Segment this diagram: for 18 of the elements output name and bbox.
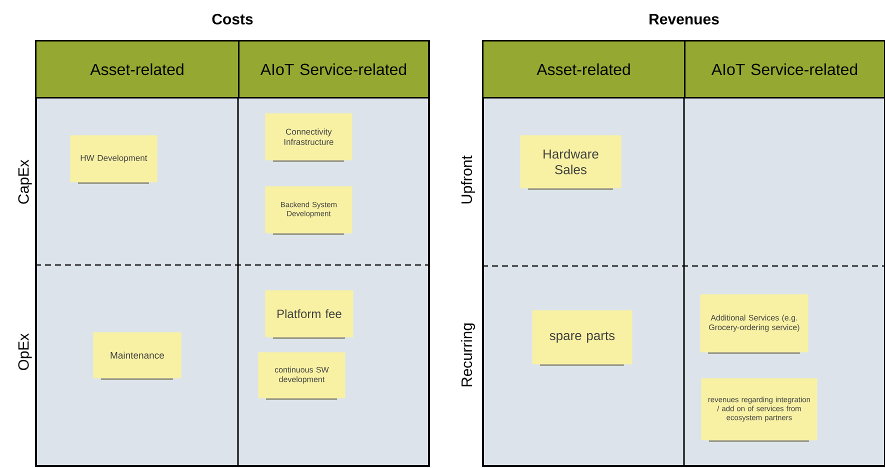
sticky-note: continuous SW development [258,352,346,400]
row-label: Recurring [461,323,475,386]
sticky-note: Additional Services (e.g. Grocery-ordering service) [700,294,808,354]
column-header: AIoT Service-related [238,40,430,98]
node-label: Revenues [650,14,719,24]
sticky-note: Maintenance [93,332,182,380]
sticky-note: HW Development [70,135,158,184]
sticky-note: Connectivity Infrastructure [265,113,352,162]
node-label: Costs [212,14,253,24]
row-label: OpEx [18,333,32,370]
column-header: Asset-related [482,40,686,98]
sticky-note: Platform fee [265,290,354,339]
column-header: AIoT Service-related [684,40,885,98]
sticky-note: Hardware Sales [520,135,622,190]
sticky-note: spare parts [532,310,632,366]
row-label: CapEx [18,160,32,204]
column-header: Asset-related [35,40,240,98]
row-label: Upfront [461,156,475,204]
